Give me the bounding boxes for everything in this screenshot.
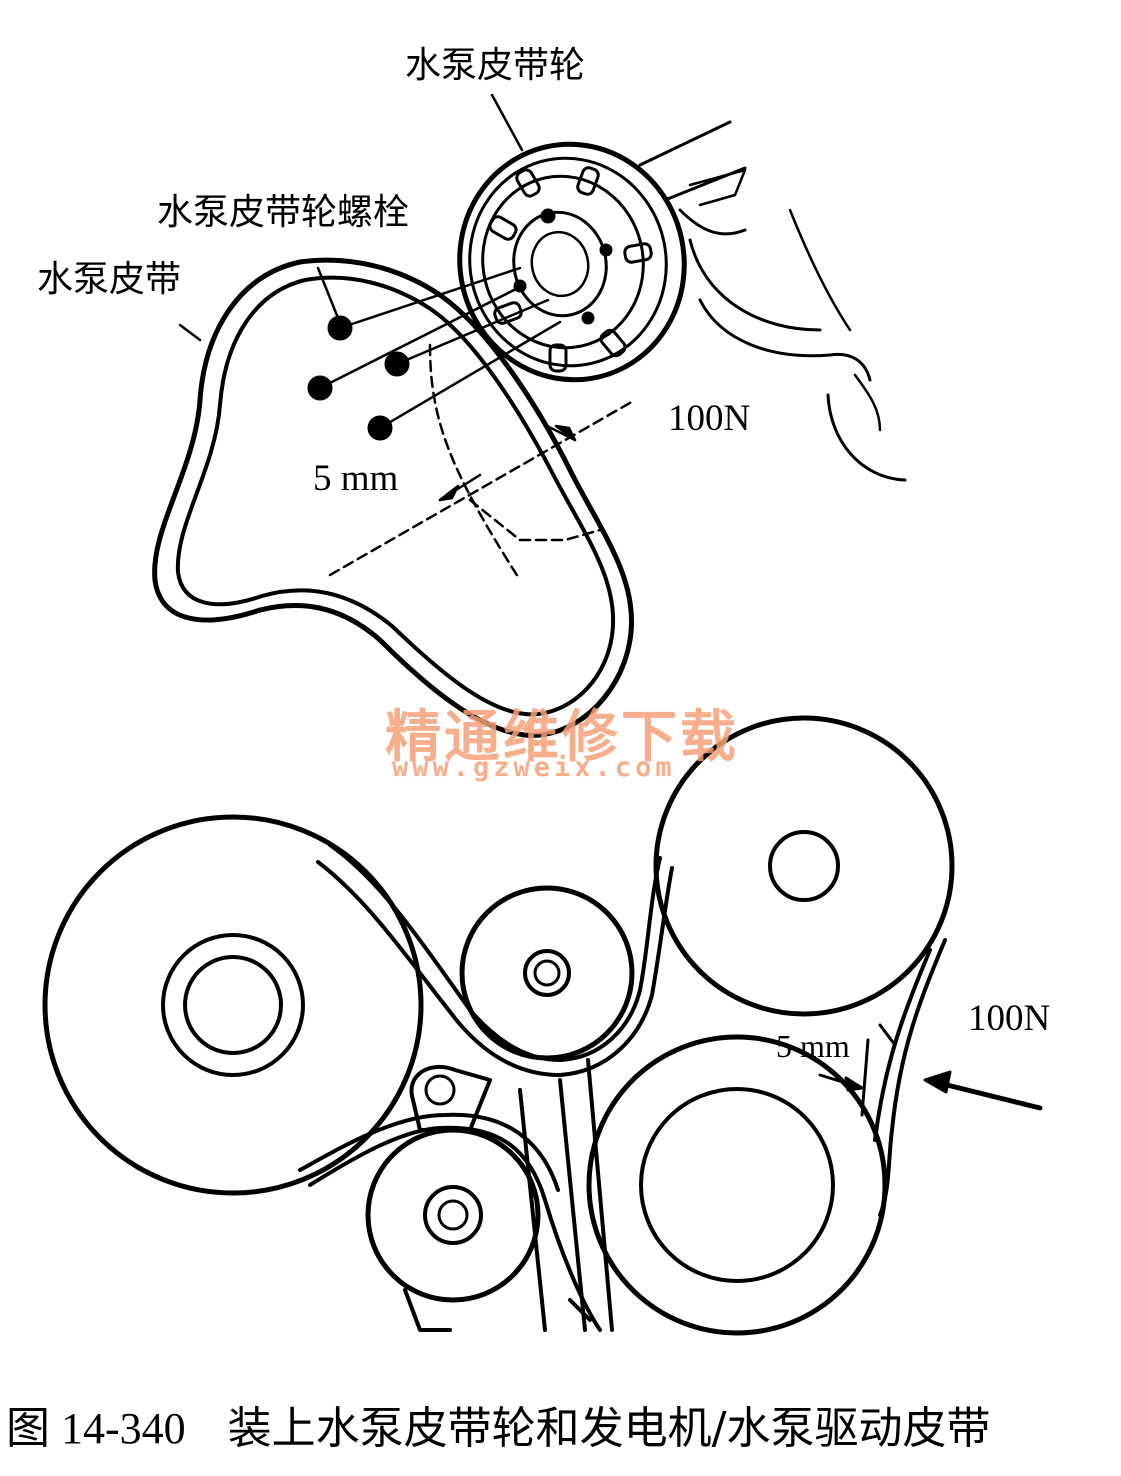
label-force-bottom: 100N [968,998,1051,1039]
pulley-bolts [307,266,562,441]
deflection-indicator-bottom [818,1023,1043,1117]
idler-pulley-upper [459,885,635,1061]
bottom-illustration [42,715,1043,1336]
tensioner-pulley [365,1127,541,1303]
label-pulley-bolt: 水泵皮带轮螺栓 [157,192,410,233]
figure-number: 图 14-340 [6,1404,186,1453]
deflection-indicator-top [328,343,637,582]
pulley-lower-right [586,1034,888,1336]
figure-caption: 图 14-340 装上水泵皮带轮和发电机/水泵驱动皮带 [6,1392,990,1456]
watermark-title: 精通维修下载 [385,705,739,770]
top-illustration [152,93,907,738]
pulley-upper-right [653,715,955,1017]
tensioner-bracket [403,1058,614,1332]
watermark-url: www.gzweix.com [392,752,676,783]
caption-spacer [186,1403,228,1454]
label-deflection-top: 5 mm [313,458,399,499]
label-water-pump-belt: 水泵皮带 [37,259,182,300]
serpentine-belt [298,843,947,1332]
label-force-top: 100N [668,398,751,439]
caption-text: 装上水泵皮带轮和发电机/水泵驱动皮带 [227,1403,991,1454]
crankshaft-pulley [42,814,424,1196]
water-pump-belt [152,257,634,738]
label-deflection-bottom: 5 mm [776,1028,850,1064]
label-water-pump-pulley: 水泵皮带轮 [405,45,586,86]
water-pump-pulley [457,93,907,482]
